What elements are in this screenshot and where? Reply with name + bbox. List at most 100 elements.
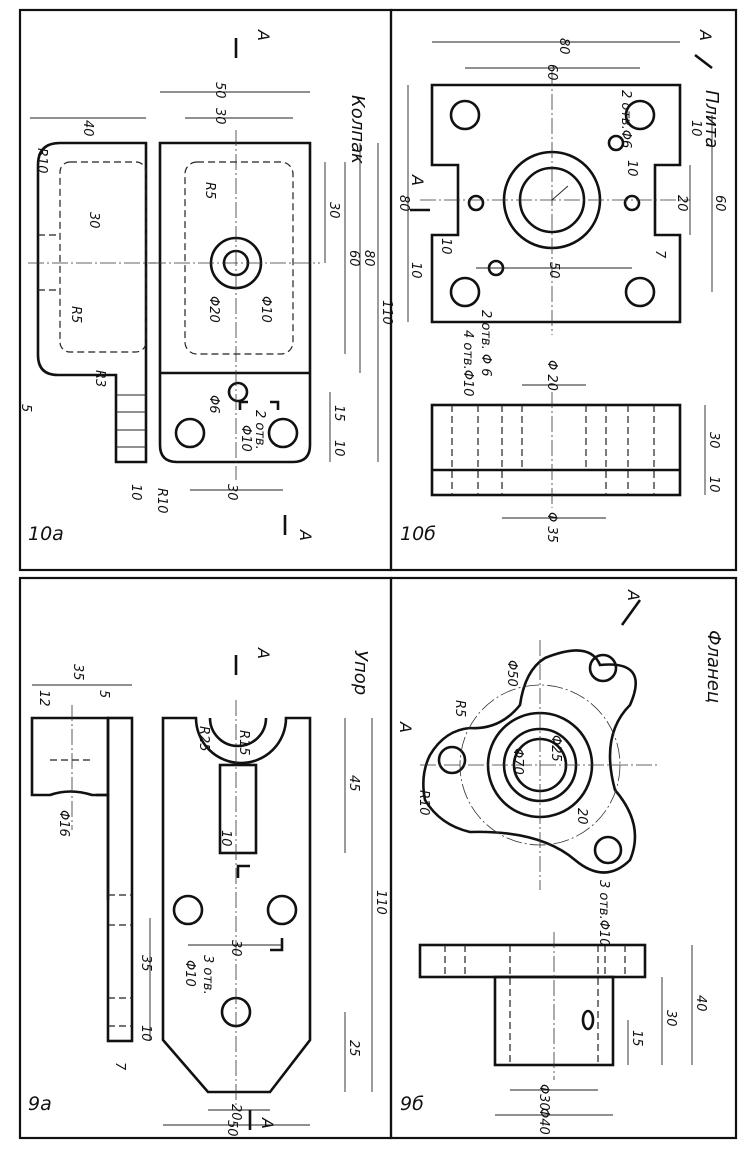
dim-10b-20: 20 xyxy=(674,195,689,212)
panel-10b-section-right: А xyxy=(696,29,715,41)
dim-9a-25: 25 xyxy=(346,1040,361,1057)
dim-10a-40: 40 xyxy=(80,120,95,137)
dim-10b-phi20: Φ 20 xyxy=(544,360,559,391)
kolpak-side-cavity xyxy=(59,161,147,353)
dim-9b-15: 15 xyxy=(629,1030,644,1047)
upor-side-rib xyxy=(96,793,110,900)
dim-9a-110: 110 xyxy=(373,890,388,915)
panel-9a: 9а Упор А А 12 35 5 Φ16 35 10 7 R25 R15 … xyxy=(28,647,388,1137)
panel-10a-section-top: А xyxy=(254,29,273,41)
dim-10b-phi35: Φ 35 xyxy=(544,512,559,543)
dim-10a-30-right: 30 xyxy=(326,202,341,219)
dim-9a-35-top: 35 xyxy=(70,664,85,681)
dim-10a-80: 80 xyxy=(361,250,376,267)
dim-9a-50: 50 xyxy=(224,1120,239,1137)
panel-10b-number: 10б xyxy=(400,523,436,545)
dim-9b-phi25: Φ25 xyxy=(548,735,563,762)
panel-10b-title: Плита xyxy=(701,90,722,148)
panel-10a-number: 10а xyxy=(28,523,64,545)
dim-10a-phi10-hole: Φ10 xyxy=(238,425,253,452)
dim-10b-80-top: 80 xyxy=(556,38,571,55)
dim-10b-30: 30 xyxy=(706,432,721,449)
dim-10b-10-low: 10 xyxy=(706,476,721,493)
panel-10a-section-bottom: А xyxy=(296,529,315,541)
flanec-cut-line xyxy=(620,599,642,626)
panel-10a: 10а Колпак А А 40 R10 30 R5 R3 5 10 50 3… xyxy=(18,29,394,545)
dim-10a-30-top: 30 xyxy=(212,108,227,125)
dim-9a-phi10: Φ10 xyxy=(182,960,197,987)
panel-10b: 10б Плита А А 80 60 80 2 отв.Φ6 10 10 20… xyxy=(396,29,727,545)
panel-10a-title: Колпак xyxy=(347,95,368,164)
dim-10a-r3: R3 xyxy=(92,370,107,387)
dim-9a-12: 12 xyxy=(36,690,51,707)
kolpak-side-outline xyxy=(36,141,148,464)
dim-10b-60-right: 60 xyxy=(712,195,727,212)
dim-9a-30: 30 xyxy=(228,940,243,957)
dim-9b-phi50: Φ50 xyxy=(504,660,519,687)
dim-10a-10-side: 10 xyxy=(128,484,143,501)
panel-9b-number: 9б xyxy=(400,1093,424,1115)
dim-9b-phi40: Φ40 xyxy=(536,1108,551,1135)
dim-10a-60: 60 xyxy=(346,250,361,267)
upor-plan-outline xyxy=(161,716,312,1094)
dim-9b-phi30: Φ30 xyxy=(536,1084,551,1111)
panel-9b: 9б Фланец А А Φ50 R5 Φ25 Φ70 R10 20 3 от… xyxy=(396,589,724,1135)
dim-10a-30-side: 30 xyxy=(86,212,101,229)
dim-9a-20: 20 xyxy=(228,1104,243,1121)
flanec-front-side-hole xyxy=(581,1009,595,1031)
dim-10a-r5-side: R5 xyxy=(68,306,83,323)
plita-hole-tr xyxy=(624,99,656,131)
dim-10a-30-bottom: 30 xyxy=(224,484,239,501)
frame-10b xyxy=(389,8,738,572)
dim-9b-3holes: 3 отв.Φ10 xyxy=(596,880,611,947)
upor-hole-1 xyxy=(172,894,204,926)
dim-10a-5: 5 xyxy=(18,404,33,412)
dim-9b-40: 40 xyxy=(693,995,708,1012)
dim-9a-phi16: Φ16 xyxy=(56,810,71,837)
flanec-hole-3 xyxy=(593,835,623,865)
kolpak-section-bracket xyxy=(238,400,280,410)
dim-9a-45: 45 xyxy=(346,775,361,792)
dim-9b-20: 20 xyxy=(574,808,589,825)
panel-9a-number: 9а xyxy=(28,1093,52,1115)
dim-10b-holes-phi10: 4 отв.Φ10 xyxy=(460,330,475,397)
panel-9a-section-bottom: А xyxy=(258,1117,277,1129)
plita-hole-br xyxy=(624,276,656,308)
dim-10a-110: 110 xyxy=(379,300,394,325)
dim-10b-10-mid: 10 xyxy=(624,160,639,177)
dim-10a-2holes: 2 отв. xyxy=(252,410,267,450)
dim-10b-60-top: 60 xyxy=(544,64,559,81)
panel-10b-section-left: А xyxy=(408,174,427,186)
plita-plan-outline xyxy=(430,83,682,324)
plita-center-tick xyxy=(551,185,569,201)
dim-10b-holes-phi6-top: 2 отв.Φ6 xyxy=(618,90,633,148)
dim-9a-5: 5 xyxy=(96,690,111,698)
dim-9a-10-slot: 10 xyxy=(218,830,233,847)
panel-9b-section-left: А xyxy=(396,721,415,733)
dim-10b-10-a: 10 xyxy=(438,238,453,255)
dim-10b-10-b: 10 xyxy=(408,262,423,279)
panel-9b-title: Фланец xyxy=(703,630,724,703)
dim-10b-50: 50 xyxy=(546,262,561,279)
dim-10a-phi6: Φ6 xyxy=(206,395,221,414)
plita-front-outline xyxy=(430,403,682,497)
dim-9a-r25: R25 xyxy=(196,726,211,752)
panel-9b-section-right: А xyxy=(624,589,643,601)
upor-hole-2 xyxy=(266,894,298,926)
plita-hole-small-2 xyxy=(623,194,641,212)
dim-10a-r10: R10 xyxy=(154,488,169,514)
dim-10b-80-left: 80 xyxy=(396,195,411,212)
dim-9a-7: 7 xyxy=(112,1062,127,1071)
upor-slot xyxy=(218,763,258,855)
frame-9b xyxy=(389,576,738,1140)
dim-10b-holes-phi6: 2 отв. Φ 6 xyxy=(478,310,493,377)
flanec-outline xyxy=(422,649,637,874)
kolpak-hole-phi6 xyxy=(227,381,249,403)
panel-9a-title: Упор xyxy=(350,650,371,695)
upor-section-bracket-2 xyxy=(270,938,284,952)
kolpak-hole-right xyxy=(267,417,299,449)
flanec-hole-1 xyxy=(437,745,467,775)
